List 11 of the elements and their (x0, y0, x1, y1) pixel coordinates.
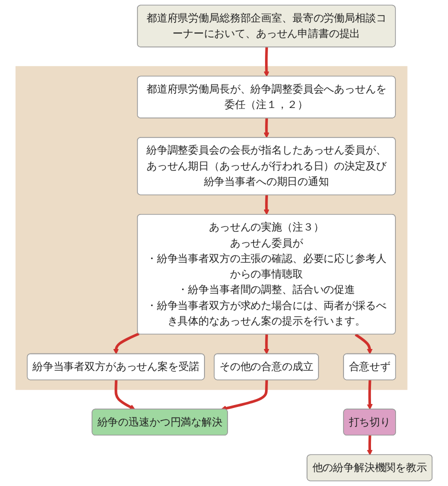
arrow (220, 380, 268, 412)
cluster (16, 66, 408, 390)
arrow (366, 435, 373, 456)
arrow (264, 118, 270, 138)
arrow (264, 334, 270, 354)
arrow (113, 332, 140, 354)
arrow (264, 195, 270, 215)
arrow (366, 380, 373, 410)
arrow (264, 47, 270, 77)
arrow (354, 333, 373, 354)
arrow (114, 380, 136, 410)
